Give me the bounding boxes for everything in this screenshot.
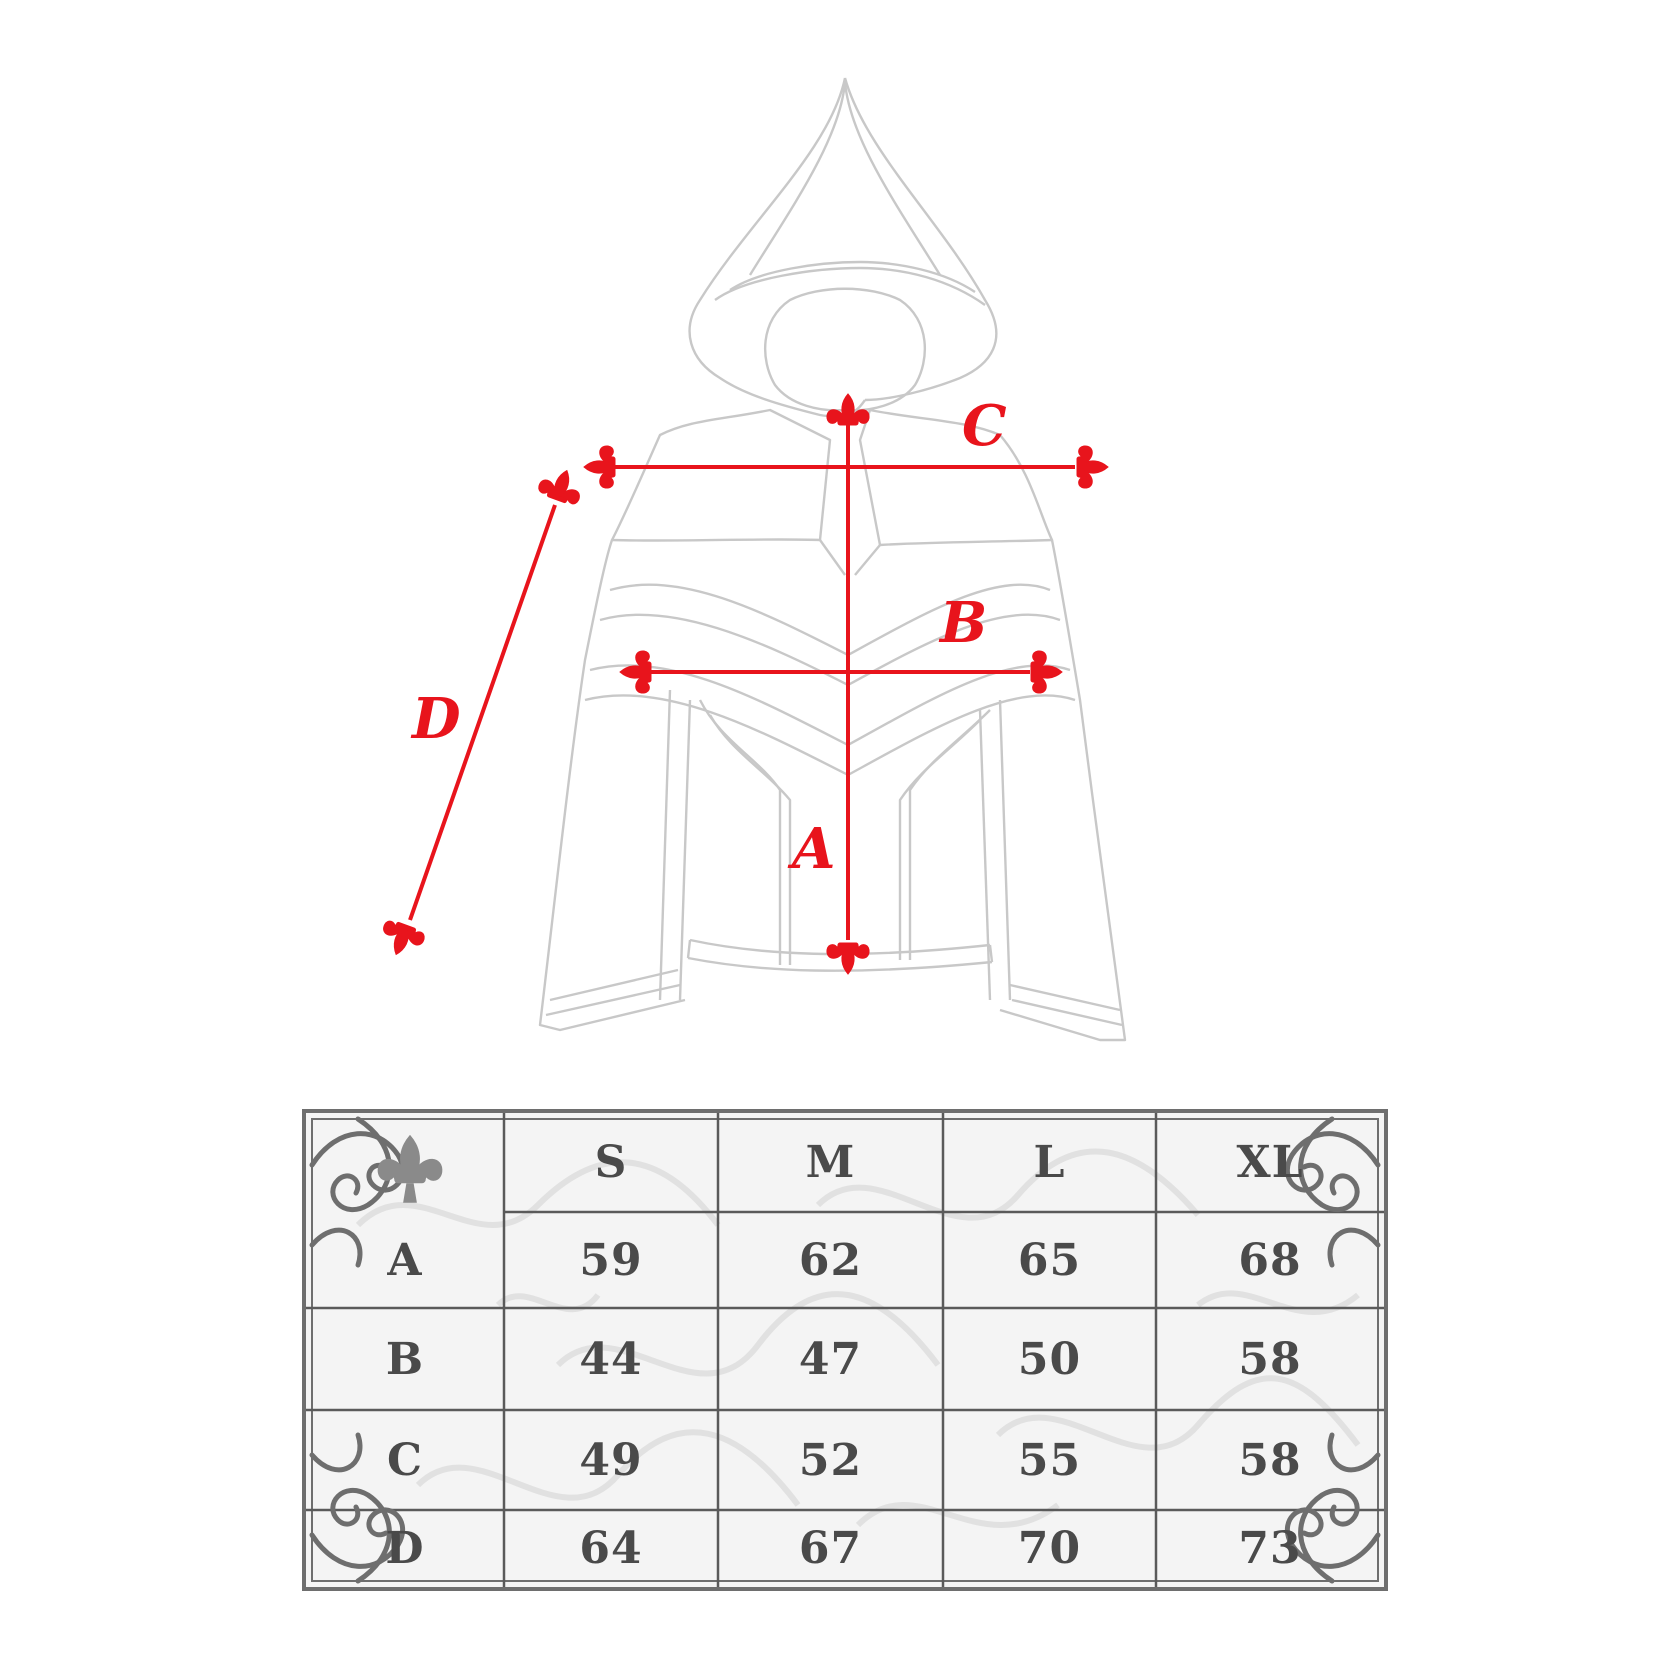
ornamental-frame (302, 1109, 1388, 1591)
cell-b-xl: 58 (1238, 1333, 1302, 1385)
label-c: C (962, 393, 1007, 459)
cell-d-xl: 73 (1238, 1523, 1302, 1574)
cell-d-l: 70 (1017, 1523, 1082, 1574)
cell-a-xl: 68 (1238, 1234, 1302, 1286)
row-label-a: A (387, 1234, 423, 1286)
cell-a-l: 65 (1017, 1234, 1082, 1286)
fleur-de-lis-icon (377, 1134, 443, 1203)
cell-a-m: 62 (798, 1234, 863, 1286)
measurement-lines (375, 393, 1109, 975)
cell-c-s: 49 (579, 1434, 643, 1486)
label-a: A (787, 816, 835, 882)
cape-outline (538, 77, 1127, 1042)
row-label-d: D (385, 1523, 425, 1574)
size-chart-table: S M L XL A 59 62 65 68 B 44 47 50 58 C 4… (298, 1105, 1392, 1595)
cell-c-xl: 58 (1238, 1434, 1302, 1486)
column-header-s: S (594, 1137, 628, 1188)
cell-b-l: 50 (1017, 1333, 1082, 1385)
row-label-c: C (386, 1434, 424, 1486)
row-label-b: B (385, 1333, 425, 1385)
column-header-m: M (805, 1137, 856, 1188)
cell-b-m: 47 (798, 1333, 863, 1385)
cell-b-s: 44 (579, 1333, 643, 1385)
size-grid: S M L XL A 59 62 65 68 B 44 47 50 58 C 4… (298, 1105, 1392, 1595)
cell-d-s: 64 (579, 1523, 643, 1574)
cell-a-s: 59 (579, 1234, 643, 1286)
garment-measurement-diagram: C B D A (375, 77, 1127, 1042)
cell-d-m: 67 (798, 1523, 863, 1574)
column-header-l: L (1033, 1137, 1066, 1188)
cell-c-l: 55 (1017, 1434, 1082, 1486)
column-header-xl: XL (1236, 1137, 1304, 1188)
cell-c-m: 52 (798, 1434, 863, 1486)
label-d: D (410, 686, 461, 752)
label-b: B (938, 590, 987, 656)
